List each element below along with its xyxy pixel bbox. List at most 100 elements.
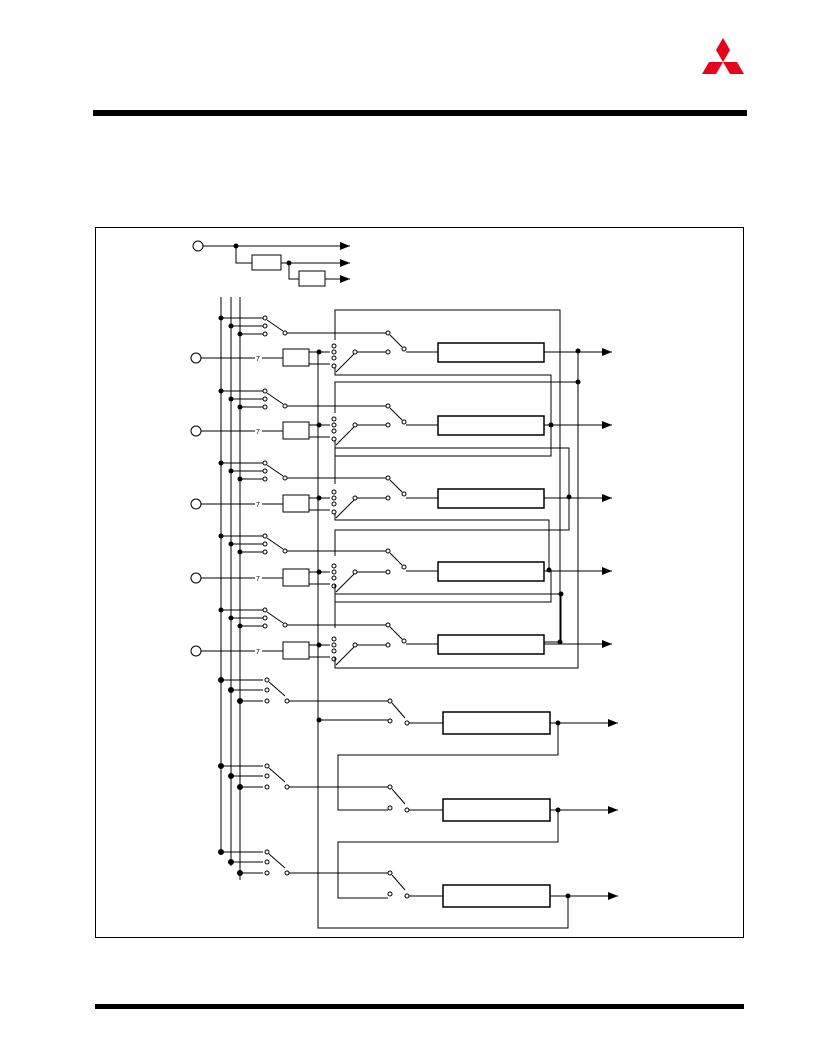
switch-contact — [331, 416, 337, 422]
switch-contact — [262, 623, 268, 629]
input-pin — [190, 498, 202, 510]
switch-contact — [385, 422, 391, 428]
switch-contact — [282, 548, 288, 554]
feedback-loop — [334, 513, 550, 570]
switch-contact — [331, 642, 337, 648]
switch-contact — [262, 396, 268, 402]
switch-contact — [264, 773, 270, 779]
switch-contact — [387, 891, 393, 897]
switch-arm — [391, 874, 406, 891]
channel-block — [437, 561, 545, 582]
switch-arm — [389, 334, 403, 348]
output-block — [442, 884, 551, 908]
switch-arm — [266, 464, 284, 477]
feedback-loop — [334, 368, 552, 425]
buffer-block — [282, 494, 310, 513]
junction — [237, 784, 243, 790]
switch-contact — [352, 569, 358, 575]
switch-contact — [331, 428, 337, 434]
switch-arm — [335, 646, 355, 666]
switch-arm — [268, 853, 286, 869]
buffer-block — [282, 421, 310, 440]
switch-contact — [331, 575, 337, 581]
junction — [237, 549, 243, 555]
switch-arm — [335, 573, 355, 593]
switch-contact — [387, 718, 393, 724]
switch-arm — [266, 611, 284, 624]
switch-contact — [262, 331, 268, 337]
output-block — [442, 711, 551, 735]
output-block — [442, 798, 551, 822]
junction — [218, 388, 224, 394]
switch-contact — [262, 615, 268, 621]
junction — [228, 615, 234, 621]
buffer-block — [282, 568, 310, 587]
junction — [237, 698, 243, 704]
switch-contact — [262, 468, 268, 474]
switch-contact — [262, 315, 268, 321]
switch-arm — [391, 702, 406, 719]
switch-contact — [262, 476, 268, 482]
footer-rule — [95, 1004, 744, 1009]
switch-arm — [268, 767, 286, 783]
junction — [228, 396, 234, 402]
switch-contact — [385, 622, 391, 628]
divider-block-2 — [298, 270, 326, 287]
switch-contact — [331, 349, 337, 355]
junction — [218, 763, 224, 769]
feedback-loop — [334, 382, 579, 669]
channel-block — [437, 342, 545, 363]
switch-contact — [262, 607, 268, 613]
feedback-loop — [334, 352, 579, 413]
switch-contact — [331, 355, 337, 361]
switch-contact — [331, 343, 337, 349]
channel-block — [437, 634, 545, 655]
junction — [218, 460, 224, 466]
switch-contact — [331, 495, 337, 501]
junction — [555, 720, 561, 726]
feedback-loop — [334, 593, 562, 642]
junction — [218, 677, 224, 683]
input-pin-top — [192, 240, 204, 252]
switch-contact — [387, 784, 393, 790]
junction — [237, 870, 243, 876]
switch-contact — [262, 404, 268, 410]
switch-contact — [264, 859, 270, 865]
junction — [228, 468, 234, 474]
switch-contact — [284, 784, 290, 790]
junction — [558, 591, 564, 597]
input-pin — [190, 572, 202, 584]
switch-contact — [331, 422, 337, 428]
wire — [235, 246, 252, 264]
input-pin — [190, 425, 202, 437]
junction — [546, 567, 552, 573]
pin-mark: 7 — [256, 576, 260, 583]
switch-contact — [401, 491, 407, 497]
switch-arm — [389, 552, 403, 566]
switch-arm — [389, 407, 403, 421]
switch-contact — [331, 489, 337, 495]
junction — [228, 323, 234, 329]
switch-contact — [401, 419, 407, 425]
switch-contact — [352, 642, 358, 648]
switch-contact — [387, 698, 393, 704]
junction — [548, 422, 554, 428]
junction — [565, 893, 571, 899]
switch-arm — [391, 788, 406, 805]
switch-arm — [335, 499, 355, 519]
switch-contact — [385, 330, 391, 336]
wire — [288, 263, 299, 280]
switch-contact — [282, 622, 288, 628]
switch-contact — [385, 569, 391, 575]
switch-contact — [262, 549, 268, 555]
input-pin — [190, 352, 202, 364]
switch-contact — [264, 763, 270, 769]
switch-contact — [264, 870, 270, 876]
divider-block-1 — [251, 254, 282, 271]
junction — [555, 807, 561, 813]
switch-contact — [401, 638, 407, 644]
junction — [228, 773, 234, 779]
junction — [237, 623, 243, 629]
switch-contact — [387, 805, 393, 811]
